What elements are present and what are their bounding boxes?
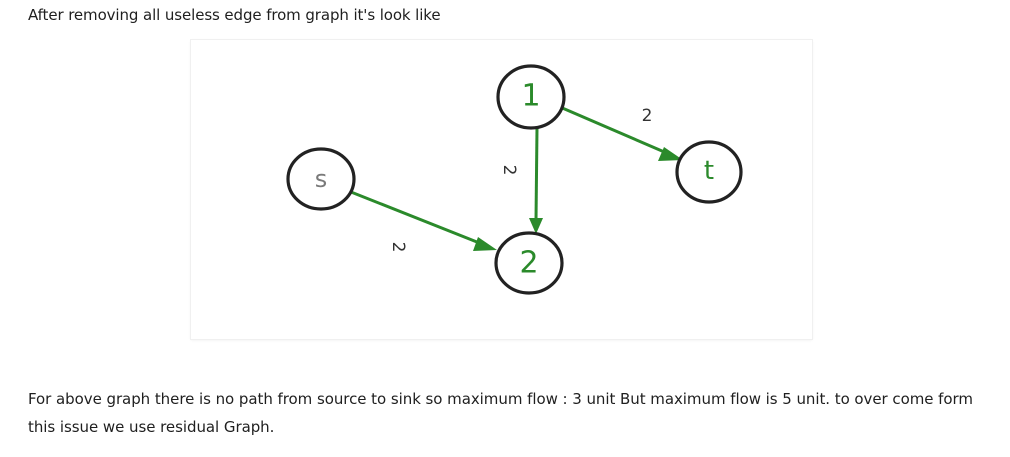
- edge-1-2-capacity: 2: [499, 165, 519, 176]
- node-s-label: s: [315, 165, 328, 193]
- node-1: 1: [496, 64, 566, 130]
- node-s: s: [286, 147, 356, 211]
- edge-s-2-capacity: 2: [388, 242, 408, 253]
- edge-1-t-capacity: 2: [642, 106, 653, 126]
- intro-paragraph: After removing all useless edge from gra…: [28, 6, 441, 24]
- node-2-label: 2: [519, 246, 538, 281]
- edge-1-2: 2: [499, 127, 543, 234]
- edge-s-2: 2: [350, 190, 497, 253]
- node-t: t: [675, 140, 743, 204]
- node-1-label: 1: [521, 79, 540, 114]
- node-t-label: t: [704, 156, 714, 186]
- flow-graph-svg: 2 2 2 s 1: [286, 64, 743, 295]
- node-2: 2: [494, 231, 564, 295]
- explanation-paragraph: For above graph there is no path from so…: [28, 390, 973, 436]
- edge-1-t: 2: [559, 105, 683, 161]
- flow-graph-figure: 2 2 2 s 1: [191, 40, 812, 339]
